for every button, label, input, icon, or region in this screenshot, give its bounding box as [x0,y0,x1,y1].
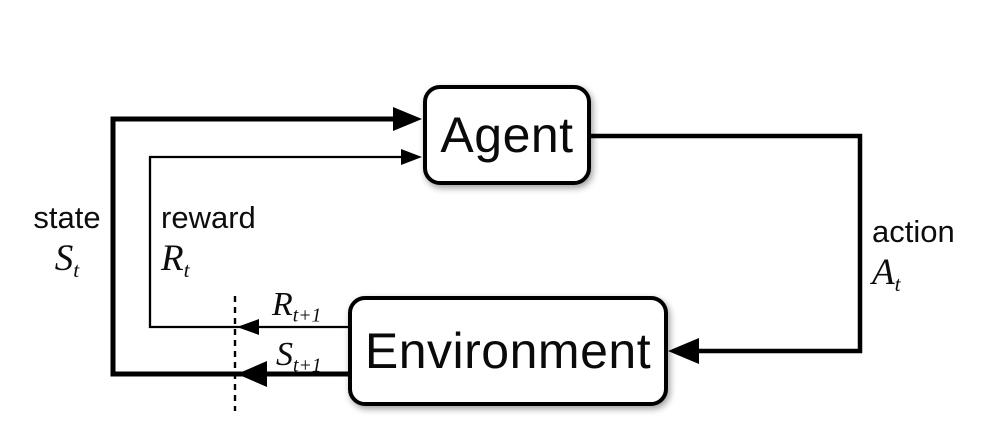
action-word: action [872,214,955,249]
reward-label: reward Rt [161,200,256,280]
state-arrowhead-into-agent-icon [393,107,422,131]
agent-label: Agent [440,107,574,163]
next-reward-arrowhead-icon [237,319,259,335]
next-state-arrowhead-icon [237,361,267,387]
next-state-symbol: St+1 [276,336,322,377]
environment-label: Environment [364,323,652,379]
next-reward-symbol: Rt+1 [272,286,322,327]
reward-symbol: Rt [161,237,190,282]
reward-arrowhead-into-agent-icon [401,149,422,165]
agent-node: Agent [423,85,591,185]
environment-node: Environment [348,296,668,406]
reward-word: reward [161,200,256,235]
action-symbol: At [872,251,901,296]
action-arrowhead-into-environment-icon [668,338,699,364]
state-symbol: St [54,237,80,282]
action-label: action At [872,214,955,294]
state-label: state St [22,200,112,280]
state-word: state [33,200,101,235]
